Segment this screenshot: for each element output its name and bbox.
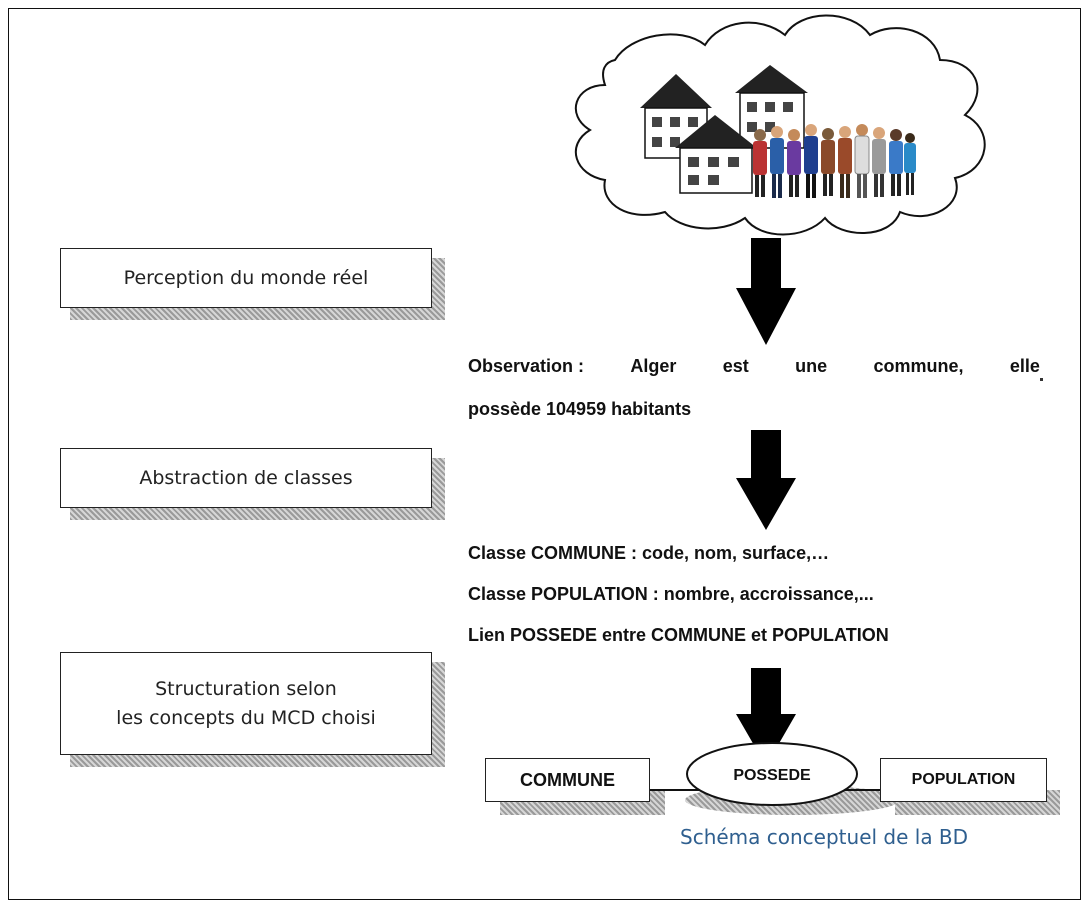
entity-population-label: POPULATION bbox=[911, 771, 1016, 788]
step-structuration-line2: les concepts du MCD choisi bbox=[116, 706, 376, 729]
figure-frame bbox=[8, 8, 1081, 900]
down-arrow-icon bbox=[736, 430, 796, 530]
observation-line1: Observation : Alger est une commune, ell… bbox=[468, 356, 1040, 377]
step-perception-label: Perception du monde réel bbox=[123, 266, 369, 289]
observation-word: Alger bbox=[630, 356, 677, 376]
class-population-text: Classe POPULATION : nombre, accroissance… bbox=[468, 584, 874, 604]
observation-word: est bbox=[722, 356, 749, 376]
down-arrow-icon bbox=[736, 668, 796, 766]
schema-caption: Schéma conceptuel de la BD bbox=[680, 825, 969, 849]
entity-population-box: POPULATION bbox=[880, 758, 1047, 802]
observation-word: Observation : bbox=[468, 356, 585, 376]
step-abstraction-label: Abstraction de classes bbox=[139, 466, 353, 489]
step-structuration-box: Structuration selon les concepts du MCD … bbox=[60, 652, 432, 755]
link-possede-text: Lien POSSEDE entre COMMUNE et POPULATION bbox=[468, 625, 889, 645]
step-structuration-line1: Structuration selon bbox=[155, 677, 337, 700]
entity-commune-box: COMMUNE bbox=[485, 758, 650, 802]
class-commune-text: Classe COMMUNE : code, nom, surface,… bbox=[468, 543, 830, 563]
observation-word: commune, bbox=[873, 356, 964, 376]
entity-commune-label: COMMUNE bbox=[520, 769, 615, 790]
relation-possede-ellipse: POSSEDE bbox=[686, 742, 858, 806]
observation-word: elle bbox=[1009, 356, 1040, 376]
down-arrow-icon bbox=[736, 238, 796, 345]
observation-line2: possède 104959 habitants bbox=[468, 399, 692, 419]
observation-word: une bbox=[795, 356, 828, 376]
step-abstraction-box: Abstraction de classes bbox=[60, 448, 432, 508]
relation-possede-label: POSSEDE bbox=[733, 767, 811, 784]
step-perception-box: Perception du monde réel bbox=[60, 248, 432, 308]
